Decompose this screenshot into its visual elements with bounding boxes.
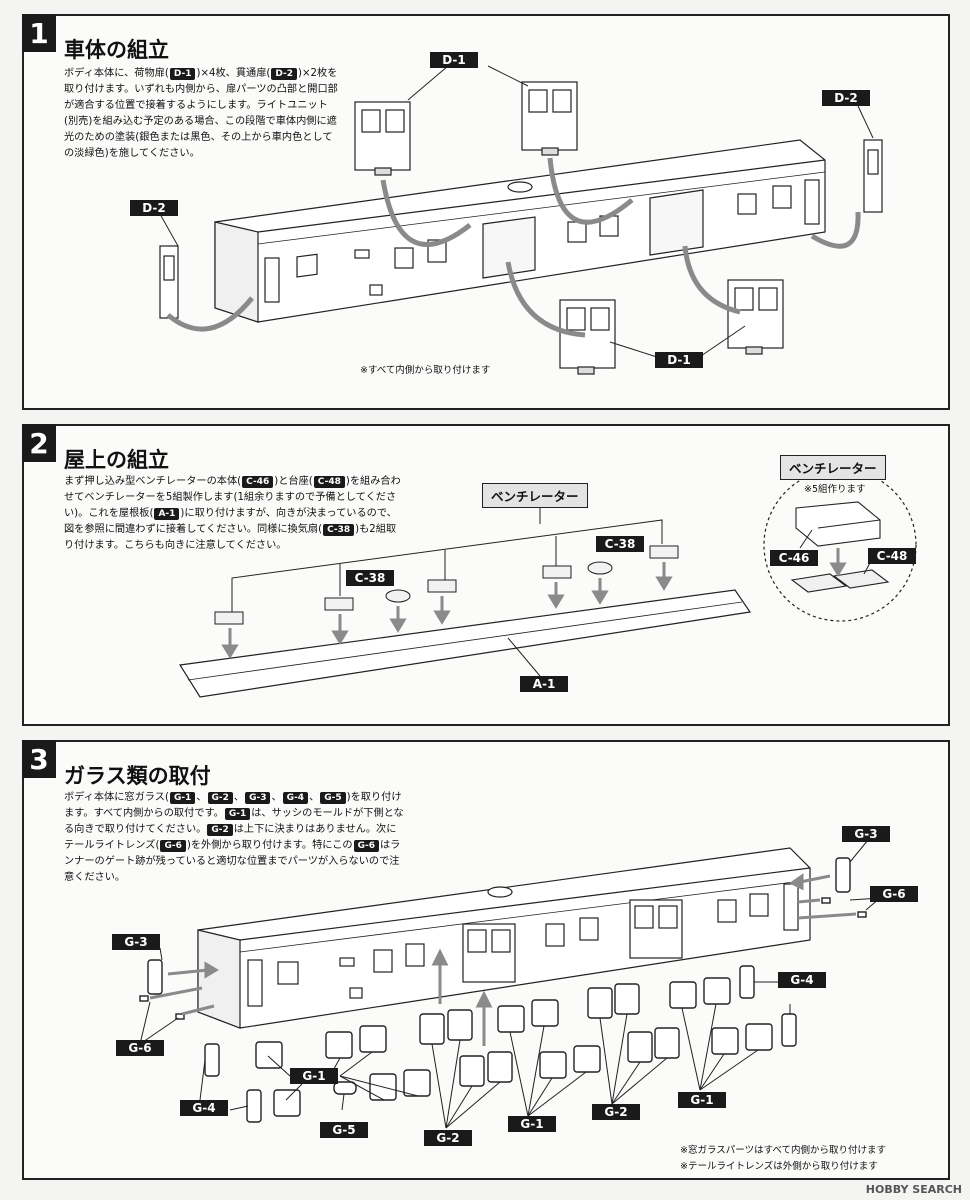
step3-title: ガラス類の取付 bbox=[64, 764, 211, 788]
step1-note: ※すべて内側から取り付けます bbox=[360, 365, 491, 376]
chip-d2: D-2 bbox=[271, 68, 298, 80]
step2-desc-text: )を組み合わせてベンチレーターを5組製作します(1組余りますので予備としてくださ… bbox=[64, 476, 401, 519]
chip-g1b: G-1 bbox=[224, 808, 251, 820]
step1-desc-text: )×2枚を取り付けます。いずれも内側から、扉パーツの凸部と開口部が適合する位置で… bbox=[64, 68, 338, 159]
label-c38-b: C-38 bbox=[596, 536, 644, 552]
step3-desc-text: は上下に決まりはありません。次にテールライトレンズ( bbox=[64, 824, 397, 851]
label-d1-bottom: D-1 bbox=[655, 352, 703, 368]
step3-note-glass: ※窓ガラスパーツはすべて内側から取り付けます bbox=[680, 1145, 887, 1156]
step2-description: まず押し込み型ベンチレーターの本体(C-46)と台座(C-48)を組み合わせてベ… bbox=[64, 474, 404, 554]
step1-desc-text: )×4枚、貫通扉( bbox=[196, 68, 271, 79]
label-d2-left: D-2 bbox=[130, 200, 178, 216]
chip-c38: C-38 bbox=[323, 524, 355, 536]
chip-g4: G-4 bbox=[282, 792, 309, 804]
label-c46: C-46 bbox=[770, 550, 818, 566]
label-g6-right: G-6 bbox=[870, 886, 918, 902]
chip-c46: C-46 bbox=[242, 476, 274, 488]
step2-desc-text: )に取り付けますが、向きが決まっているので、図を参照に間違わずに接着してください… bbox=[64, 508, 397, 535]
step3-number: 3 bbox=[22, 740, 56, 778]
label-g3-left: G-3 bbox=[112, 934, 160, 950]
chip-g6: G-6 bbox=[160, 840, 186, 852]
step2-title: 屋上の組立 bbox=[64, 448, 169, 472]
step3-description: ボディ本体に窓ガラス(G-1、G-2、G-3、G-4、G-5)を取り付けます。す… bbox=[64, 790, 404, 886]
label-g3-right: G-3 bbox=[842, 826, 890, 842]
step2-desc-text: まず押し込み型ベンチレーターの本体( bbox=[64, 476, 242, 487]
label-g1-b: G-1 bbox=[508, 1116, 556, 1132]
label-a1: A-1 bbox=[520, 676, 568, 692]
chip-g3: G-3 bbox=[245, 792, 271, 804]
label-c38-a: C-38 bbox=[346, 570, 394, 586]
label-d1-top: D-1 bbox=[430, 52, 478, 68]
inset-title: ベンチレーター bbox=[780, 455, 886, 480]
chip-g2: G-2 bbox=[207, 792, 233, 804]
label-g2-b: G-2 bbox=[592, 1104, 640, 1120]
step1-description: ボディ本体に、荷物扉(D-1)×4枚、貫通扉(D-2)×2枚を取り付けます。いず… bbox=[64, 66, 339, 162]
step1-title: 車体の組立 bbox=[64, 38, 169, 62]
label-g6-left: G-6 bbox=[116, 1040, 164, 1056]
step1-desc-text: ボディ本体に、荷物扉( bbox=[64, 68, 169, 79]
chip-a1: A-1 bbox=[154, 508, 180, 520]
step3-desc-text: 、 bbox=[233, 792, 245, 803]
step3-desc-text: ボディ本体に窓ガラス( bbox=[64, 792, 169, 803]
chip-g2b: G-2 bbox=[207, 824, 233, 836]
step3-desc-text: 、 bbox=[309, 792, 320, 803]
chip-g1: G-1 bbox=[169, 792, 196, 804]
step3-note-lens: ※テールライトレンズは外側から取り付けます bbox=[680, 1161, 878, 1172]
step3-desc-text: )を取り付けます。すべて内側からの取付です。 bbox=[64, 792, 402, 819]
label-g1-a: G-1 bbox=[290, 1068, 338, 1084]
step3-desc-text: 、 bbox=[196, 792, 207, 803]
step1-number: 1 bbox=[22, 14, 56, 52]
chip-c48: C-48 bbox=[313, 476, 345, 488]
label-c48: C-48 bbox=[868, 548, 916, 564]
step3-desc-text: )を外側から取り付けます。特にこの bbox=[186, 840, 353, 851]
step2-desc-text: )も2組取り付けます。こちらも向きに注意してください。 bbox=[64, 524, 397, 551]
step3-desc-text: 、 bbox=[271, 792, 282, 803]
chip-g6b: G-6 bbox=[353, 840, 379, 852]
step3-desc-text: は、サッシのモールドが下側となる向きで取り付けてください。 bbox=[64, 808, 404, 835]
step2-desc-text: )と台座( bbox=[274, 476, 313, 487]
label-g4-right: G-4 bbox=[778, 972, 826, 988]
label-d2-right: D-2 bbox=[822, 90, 870, 106]
inset-note: ※5組作ります bbox=[804, 484, 866, 495]
step3-desc-text: はランナーのゲート跡が残っていると適切な位置までパーツが入らないので注意ください… bbox=[64, 840, 401, 883]
watermark-logo: HOBBY SEARCH bbox=[865, 1183, 962, 1196]
label-g4-left: G-4 bbox=[180, 1100, 228, 1116]
label-g1-c: G-1 bbox=[678, 1092, 726, 1108]
ventilator-label: ベンチレーター bbox=[482, 483, 588, 508]
label-g5: G-5 bbox=[320, 1122, 368, 1138]
chip-g5: G-5 bbox=[320, 792, 346, 804]
label-g2-a: G-2 bbox=[424, 1130, 472, 1146]
step2-number: 2 bbox=[22, 424, 56, 462]
chip-d1: D-1 bbox=[169, 68, 196, 80]
